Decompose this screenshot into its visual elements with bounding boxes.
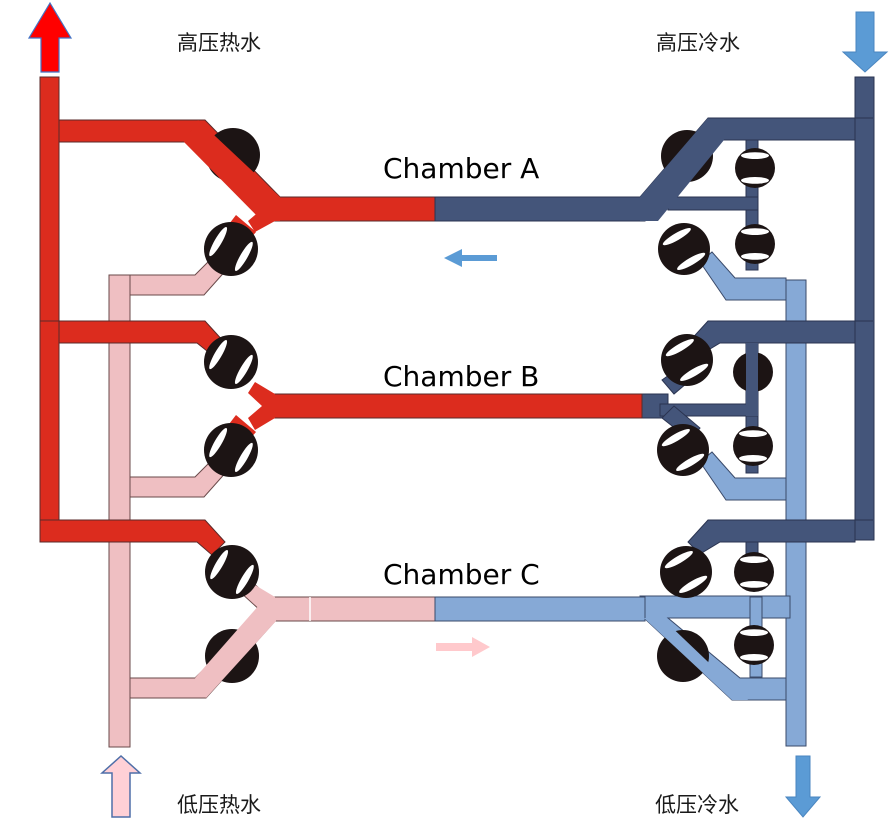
valve-slot — [210, 549, 229, 580]
high-pressure-hot-label: 高压热水 — [177, 31, 261, 55]
chamber-b-hot-section — [269, 393, 643, 419]
valve-disc — [735, 224, 775, 264]
valve-disc — [734, 552, 774, 592]
valve-b-hot-lp-icon — [204, 423, 258, 477]
pipe-over-valve-a-cold — [640, 118, 724, 221]
pipe-over-valve-c-hot — [195, 604, 276, 698]
valve-slot — [740, 581, 768, 588]
high-pressure-cold-inlet-arrow — [841, 11, 889, 73]
valve-slot — [740, 654, 768, 661]
low-pressure-hot-inlet-arrow — [100, 754, 142, 818]
valve-slot — [209, 226, 228, 257]
low-pressure-cold-outlet-arrow — [784, 755, 822, 818]
valve-slot — [739, 455, 767, 462]
valve-disc — [204, 222, 258, 276]
chamber-a: Chamber A — [269, 152, 646, 267]
chamber-c: Chamber C — [269, 558, 646, 657]
chamber-a-cold-section — [434, 196, 646, 222]
valve-disc — [735, 148, 775, 188]
valve-disc — [658, 223, 710, 275]
valve-slot — [677, 252, 706, 271]
valve-c-check-2-icon — [734, 625, 774, 665]
valve-disc — [657, 424, 709, 476]
chamber-a-hot-section — [269, 196, 436, 222]
valve-disc — [661, 334, 713, 386]
valve-b-hot-hp-icon — [204, 335, 258, 389]
valve-slot — [741, 177, 769, 184]
chamber-c-hot-section — [269, 596, 436, 622]
chamber-b-label: Chamber B — [383, 360, 539, 393]
valve-disc — [204, 335, 258, 389]
valve-slot — [234, 354, 253, 385]
chamber-c-cold-section — [434, 596, 646, 622]
valve-slot — [741, 152, 769, 160]
valve-slot — [209, 339, 228, 370]
low-pressure-cold-label: 低压冷水 — [655, 793, 739, 817]
pipe-over-valve-a-hot — [184, 120, 280, 221]
valve-slot — [676, 453, 705, 472]
valve-a-cold-lp-icon — [658, 223, 710, 275]
pipe-over-valve-c-cold — [644, 618, 748, 700]
valve-disc — [733, 426, 773, 466]
valve-slot — [739, 430, 767, 437]
valve-slot — [661, 428, 690, 447]
valve-disc — [660, 546, 712, 598]
valve-c-hot-hp-icon — [205, 545, 259, 599]
valve-b-check-2-icon — [733, 426, 773, 466]
high-pressure-cold-label: 高压冷水 — [656, 31, 740, 55]
valve-slot — [209, 427, 228, 458]
chamber-c-flow-arrow-right-icon — [436, 637, 490, 657]
valve-slot — [740, 556, 768, 563]
valve-slot — [665, 338, 694, 357]
valve-a-hot-lp-icon — [204, 222, 258, 276]
valve-slot — [235, 564, 254, 595]
valve-b-cold-lp-icon — [657, 424, 709, 476]
valve-slot — [680, 363, 709, 382]
low-pressure-hot-label: 低压热水 — [177, 793, 261, 817]
valve-slot — [741, 253, 769, 260]
valve-a-check-1-icon — [735, 148, 775, 188]
valve-disc — [734, 625, 774, 665]
chamber-a-flow-arrow-left-icon — [444, 249, 497, 267]
valve-c-cold-lp-icon — [657, 630, 709, 682]
valve-slot — [234, 442, 253, 473]
valve-slot — [679, 575, 708, 594]
chamber-b: Chamber B — [269, 360, 643, 419]
valve-slot — [234, 241, 253, 272]
chamber-c-label: Chamber C — [383, 558, 540, 591]
valve-c-cold-hp-icon — [660, 546, 712, 598]
valve-disc — [657, 630, 709, 682]
valve-slot — [664, 550, 693, 569]
valve-b-cold-hp-icon — [661, 334, 713, 386]
valve-c-check-1-icon — [734, 552, 774, 592]
valve-disc — [205, 545, 259, 599]
valve-slot — [740, 629, 768, 636]
chamber-a-label: Chamber A — [383, 152, 539, 185]
high-pressure-hot-outlet-arrow — [27, 1, 73, 73]
valve-a-check-2-icon — [735, 224, 775, 264]
pipe-over-valve-b-check — [746, 343, 758, 416]
valve-disc — [204, 423, 258, 477]
valve-slot — [741, 228, 769, 236]
valve-slot — [662, 227, 691, 246]
